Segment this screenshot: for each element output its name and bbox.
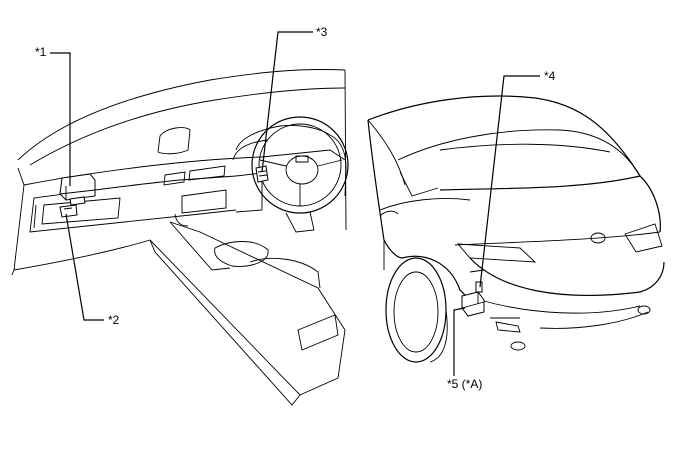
callout-4: *4: [544, 69, 556, 83]
leader-line-4: [479, 75, 540, 288]
part-2-drawing: [59, 204, 78, 218]
callout-1: *1: [35, 45, 47, 59]
car-rear-drawing: [367, 95, 665, 363]
steering-wheel-drawing: [251, 116, 349, 233]
dashboard-drawing: [11, 69, 347, 406]
leader-line-2: [65, 213, 104, 321]
callout-3: *3: [316, 25, 328, 39]
leader-line-1: [50, 52, 71, 186]
callout-2: *2: [108, 313, 120, 327]
leader-line-3: [261, 31, 313, 173]
part-5-drawing: [461, 291, 485, 317]
leader-lines: [50, 31, 540, 376]
leader-line-5: [453, 307, 466, 376]
part-1-drawing: [59, 173, 96, 206]
callout-5: *5 (*A): [447, 377, 483, 391]
